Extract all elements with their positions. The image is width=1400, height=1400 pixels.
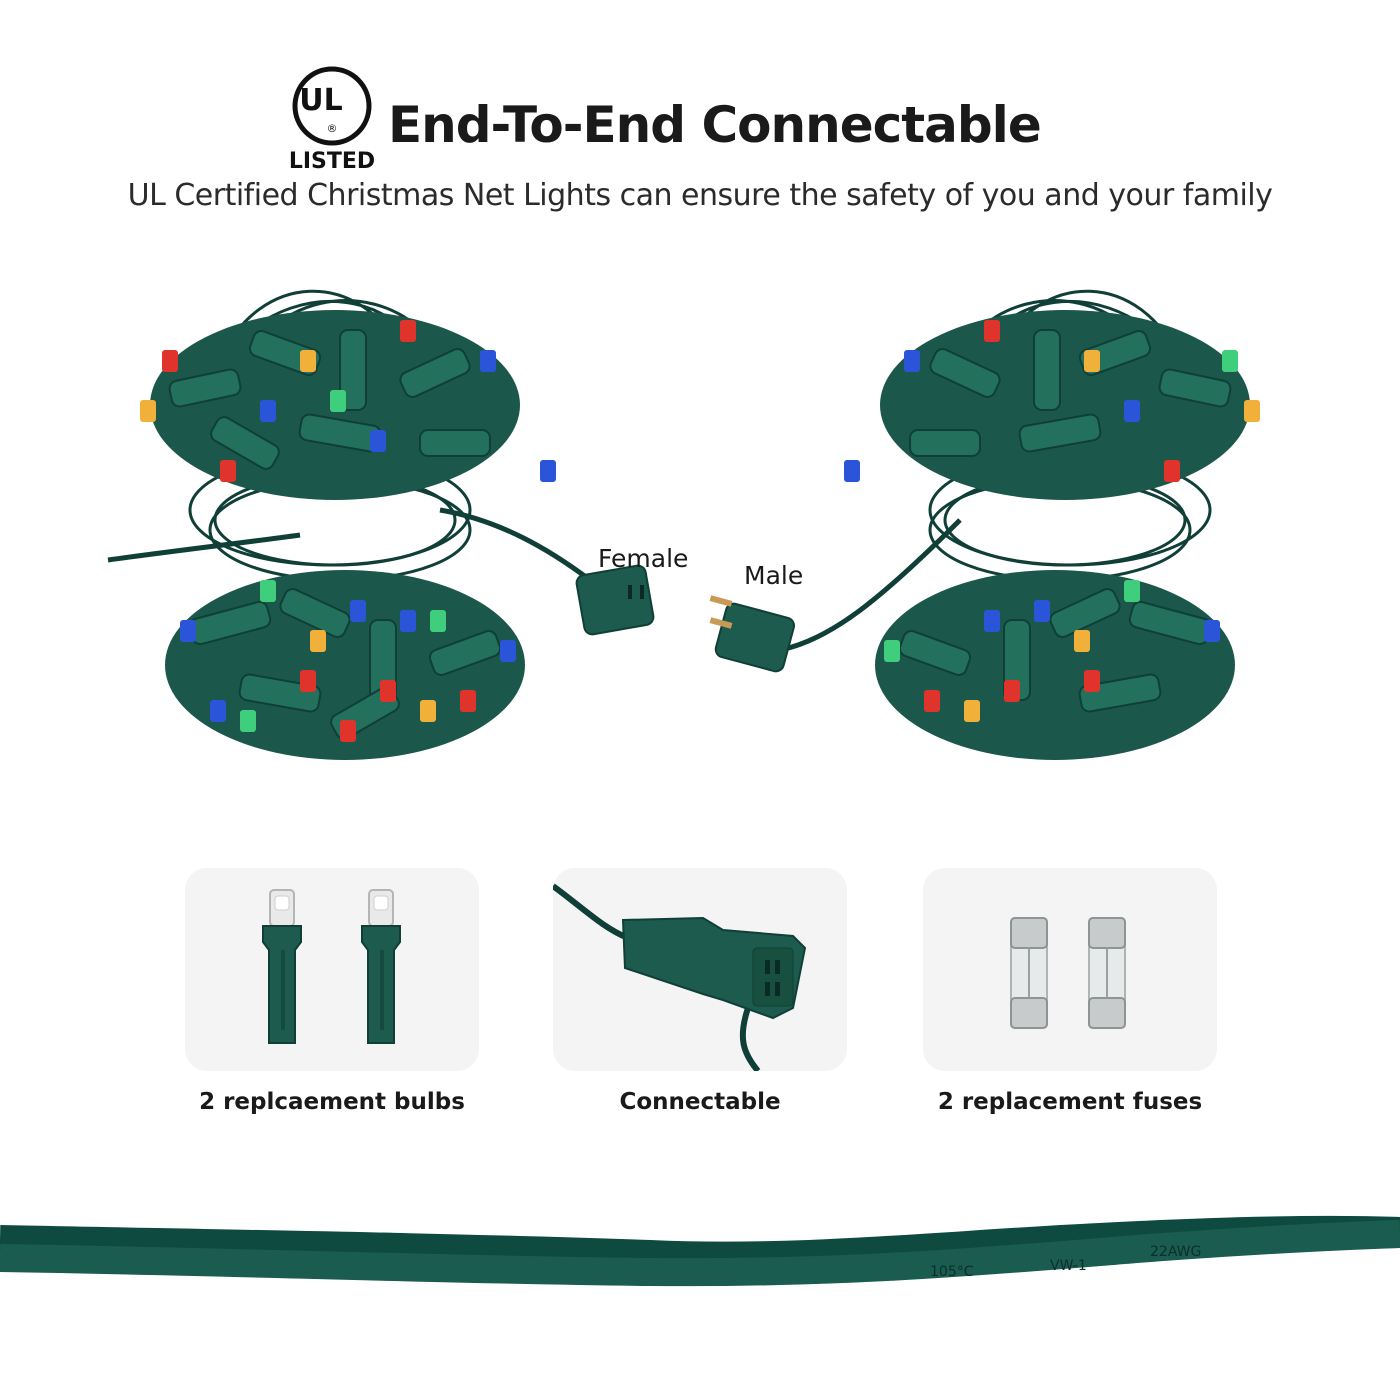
male-connector-label: Male: [744, 561, 804, 590]
listed-text: LISTED: [289, 149, 375, 174]
accessory-card-bulbs: [185, 868, 479, 1071]
coil-bulbs: [140, 320, 556, 742]
accessory-card-connectable: [553, 868, 847, 1071]
accessory-card-fuses: [923, 868, 1217, 1071]
cable-spec-marking: VW-1: [1050, 1258, 1087, 1274]
page-subtitle: UL Certified Christmas Net Lights can en…: [127, 178, 1273, 213]
plug-connector-icon: [553, 883, 807, 1071]
female-connector-label: Female: [598, 544, 689, 573]
cable-gauge-marking: 22AWG: [1150, 1244, 1201, 1260]
caption-replacement-fuses: 2 replacement fuses: [937, 1089, 1203, 1115]
cable-temp-marking: 105°C: [930, 1264, 974, 1280]
light-coil-right: [709, 289, 1260, 760]
ul-letter-u: UL: [299, 83, 342, 118]
twisted-green-cable: 105°C VW-1 22AWG: [0, 1215, 1400, 1287]
registered-mark: ®: [327, 122, 338, 135]
light-coil-left: [107, 289, 655, 760]
caption-connectable: Connectable: [619, 1089, 781, 1115]
bulb-icon: [262, 889, 401, 1044]
ul-listed-logo: UL ® LISTED: [289, 66, 375, 174]
female-connector: [575, 564, 655, 636]
male-connector: [709, 595, 795, 673]
caption-replacement-bulbs: 2 replcaement bulbs: [199, 1089, 465, 1115]
page-title: End-To-End Connectable: [388, 96, 1042, 154]
fuse-icon: [1010, 917, 1126, 1029]
